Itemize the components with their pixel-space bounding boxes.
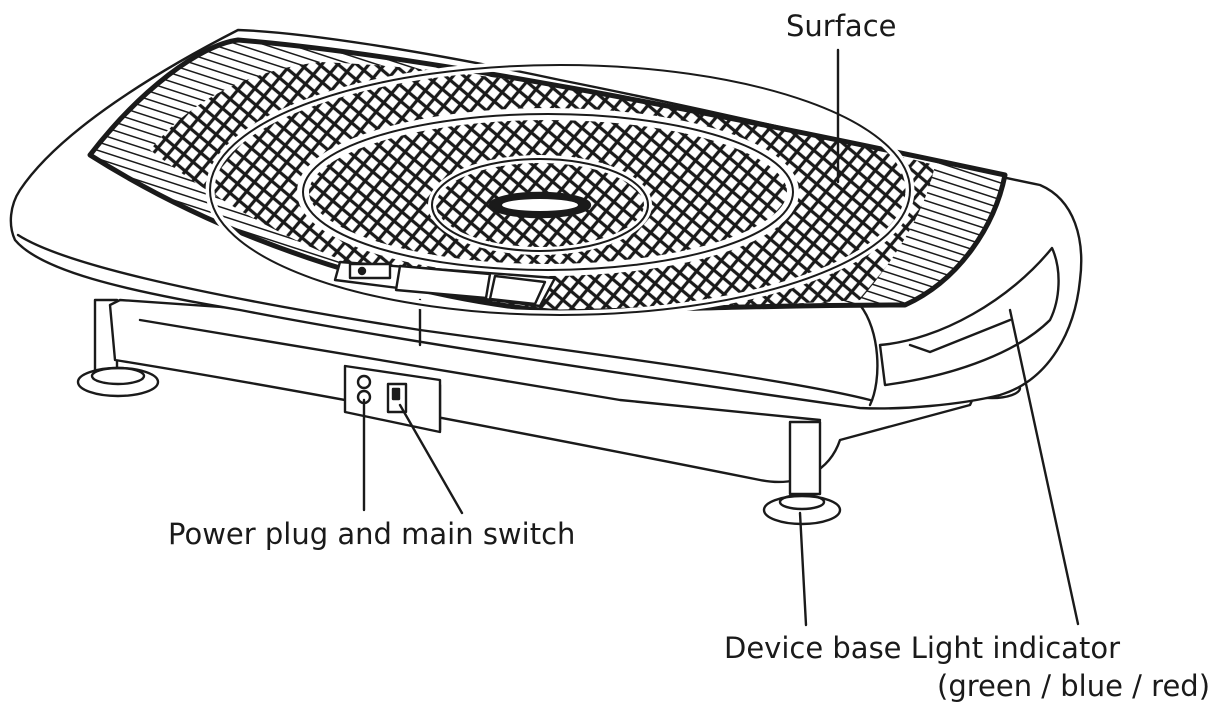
front-foot-right [762, 420, 842, 526]
callout-leaders [362, 48, 1080, 627]
surface-label: Surface [786, 9, 897, 43]
power-socket-panel [343, 364, 442, 434]
control-panel [333, 260, 557, 308]
light-indicator-panel [878, 246, 1060, 387]
base-light-label: Device base Light indicator [724, 631, 1120, 665]
power-plug-socket [356, 374, 372, 390]
light-colors-label: (green / blue / red) [937, 669, 1211, 703]
power-plug-label: Power plug and main switch [168, 517, 576, 551]
